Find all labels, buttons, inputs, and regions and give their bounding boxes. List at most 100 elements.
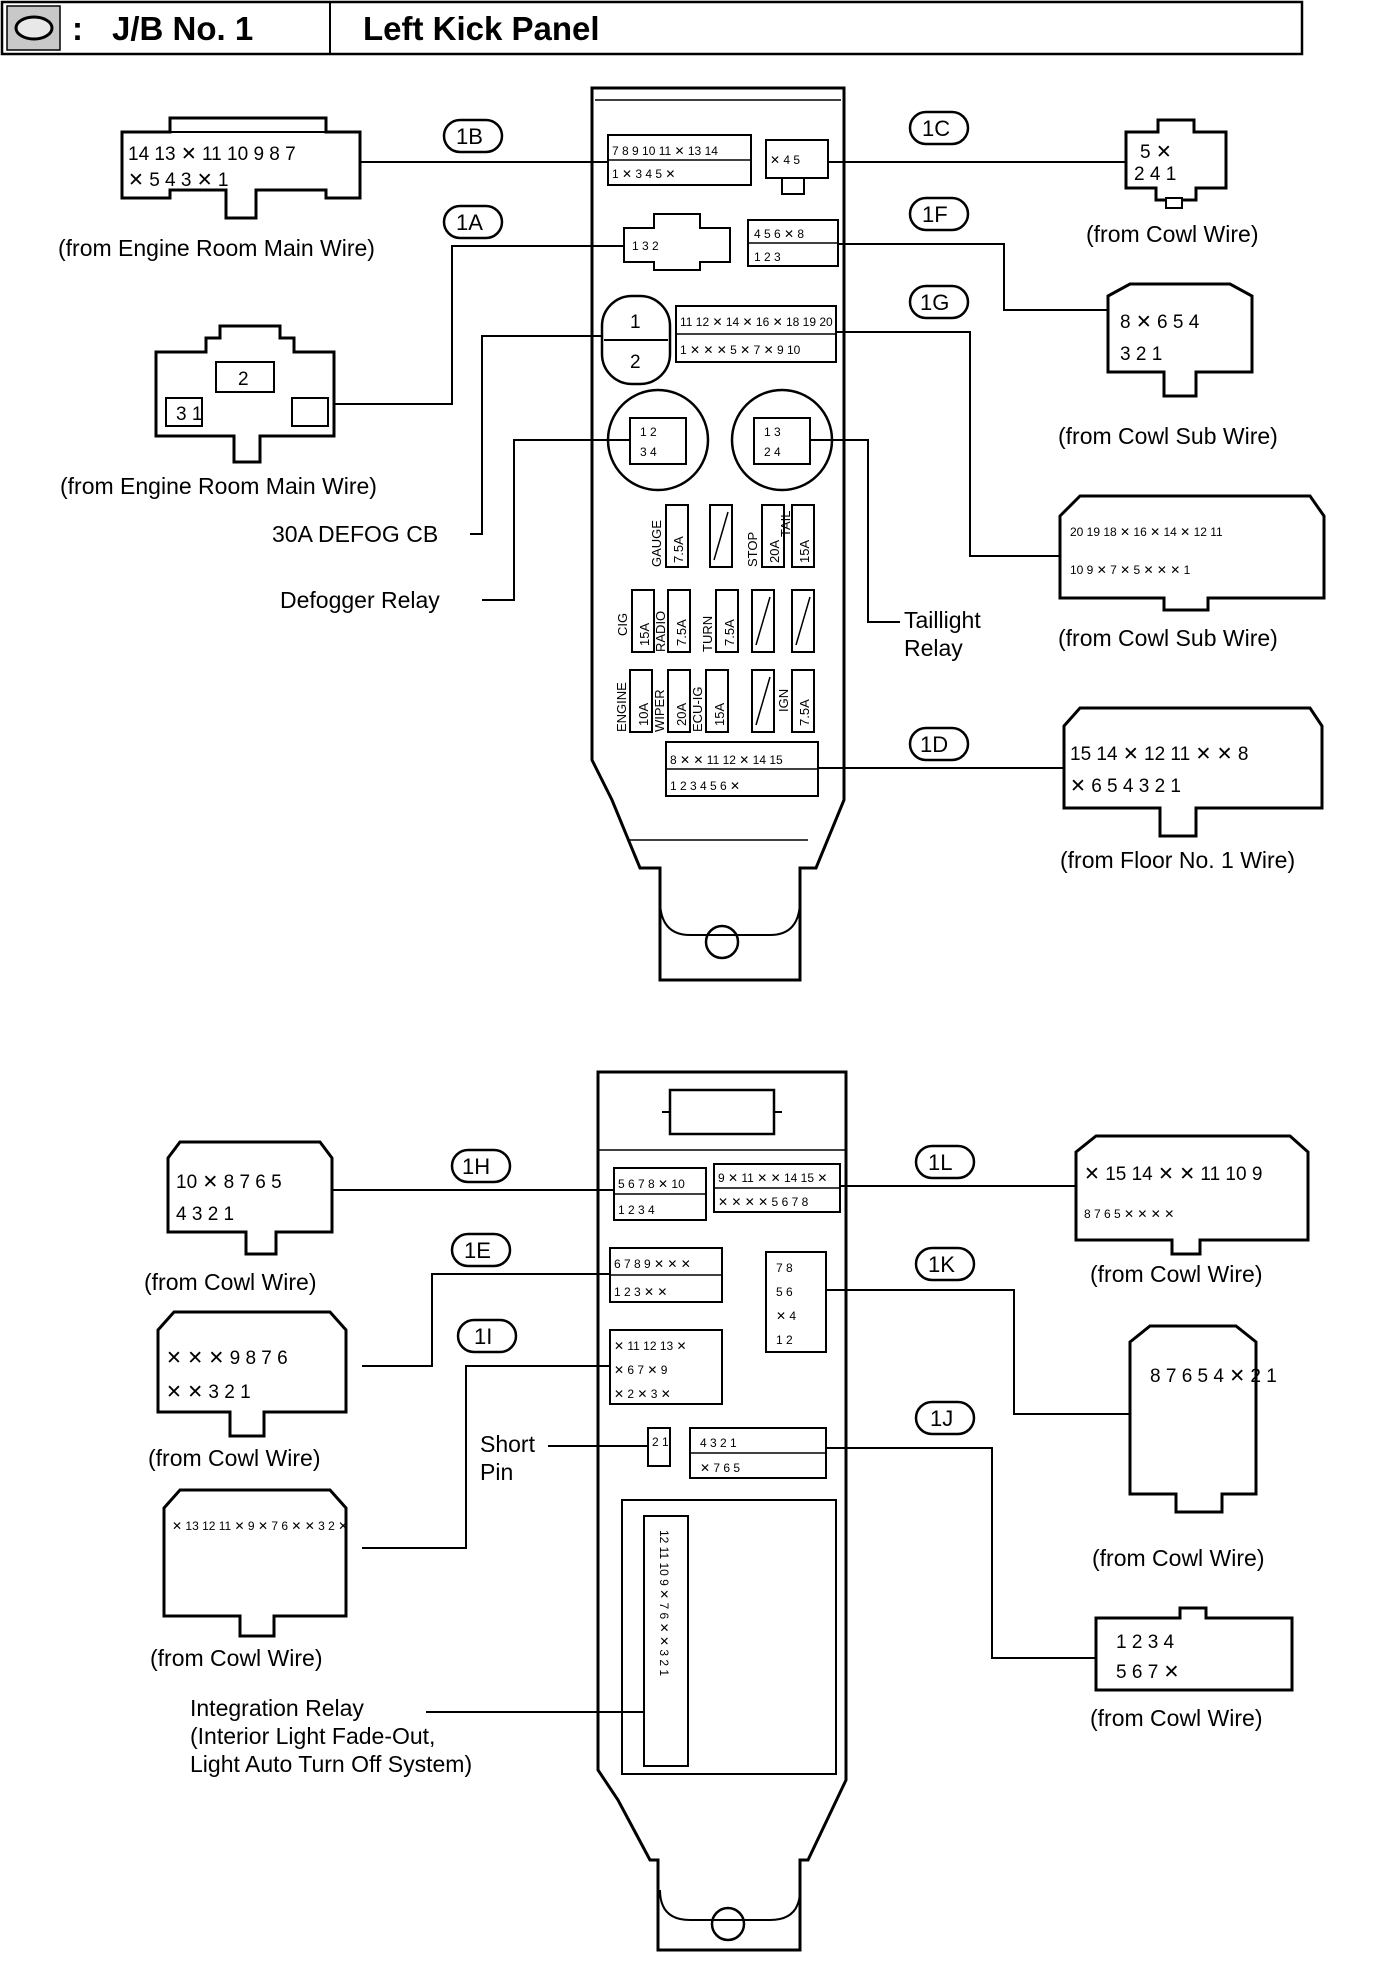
connector-1A-top-pin: 2	[238, 369, 249, 390]
jb-taillight-relay-bottom-pins: 2 4	[764, 445, 781, 459]
jb-socket-1G: 11 12 ✕ 14 ✕ 16 ✕ 18 19 20 1 ✕ ✕ ✕ 5 ✕ 7…	[675, 305, 837, 363]
jb-taillight-relay-top-pins: 1 3	[764, 425, 781, 439]
fuse-gauge-label: GAUGE	[649, 520, 664, 567]
connector-1B-top-pins: 14 13 ✕ 11 10 9 8 7	[128, 144, 296, 165]
jb-1D-top-pins: 8 ✕ ✕ 11 12 ✕ 14 15	[670, 753, 783, 767]
connector-1D-bottom-pins: ✕ 6 5 4 3 2 1	[1070, 776, 1181, 797]
mounting-hole-bottom-icon	[710, 1906, 746, 1942]
connector-1E-top-pins: ✕ ✕ ✕ 9 8 7 6	[166, 1348, 288, 1369]
junction-block-symbol-icon	[14, 15, 54, 41]
label-pin: Pin	[480, 1459, 513, 1485]
bottom-labels: (from Cowl Wire) (from Cowl Wire) (from …	[144, 1261, 1265, 1777]
jb-1J-bottom-pins: ✕ 7 6 5	[700, 1461, 740, 1475]
connector-1G-top-pins: 20 19 18 ✕ 16 ✕ 14 ✕ 12 11	[1070, 525, 1223, 539]
label-engine-room-main-wire-1: (from Engine Room Main Wire)	[58, 235, 375, 261]
jb-defog-cb-socket: 1 2	[600, 294, 672, 386]
jb-socket-1L: 9 ✕ 11 ✕ ✕ 14 15 ✕ ✕ ✕ ✕ ✕ 5 6 7 8	[713, 1163, 841, 1213]
connector-1A: 2 3 1	[154, 324, 336, 464]
fuse-ign-amp: 7.5A	[797, 699, 812, 726]
fuse-panel	[629, 504, 815, 733]
label-cowl-sub-wire-1G: (from Cowl Sub Wire)	[1058, 625, 1278, 651]
jb-1H-bottom-pins: 1 2 3 4	[618, 1203, 655, 1217]
jb-1L-bottom-pins: ✕ ✕ ✕ ✕ 5 6 7 8	[718, 1195, 809, 1209]
jb-short-pin-pins: 2 1	[652, 1435, 669, 1449]
jb-socket-1B: 7 8 9 10 11 ✕ 13 14 1 ✕ 3 4 5 ✕	[607, 134, 752, 186]
jb-1G-bottom-pins: 1 ✕ ✕ ✕ 5 ✕ 7 ✕ 9 10	[680, 343, 801, 357]
fuse-stop-label: STOP	[745, 532, 760, 567]
location-title: Left Kick Panel	[363, 10, 600, 47]
connector-1G-bottom-pins: 10 9 ✕ 7 ✕ 5 ✕ ✕ ✕ 1	[1070, 563, 1191, 577]
label-integration-relay-desc-2: Light Auto Turn Off System)	[190, 1751, 472, 1777]
mounting-hole-icon	[704, 924, 740, 960]
top-leader-lines	[334, 161, 1126, 769]
jb-1E-top-pins: 6 7 8 9 ✕ ✕ ✕	[614, 1257, 691, 1271]
connector-id-1D: 1D	[920, 732, 948, 757]
fuse-ign-label: IGN	[776, 689, 791, 712]
bottom-connector-ids: 1H 1L 1E 1K 1I 1J	[450, 1144, 976, 1436]
label-defogger-relay: Defogger Relay	[280, 587, 440, 613]
connector-1C-bottom-pins: 2 4 1	[1134, 164, 1176, 185]
jb-integration-relay-socket: 12 11 10 9 ✕ 7 6 ✕ ✕ 3 2 1	[643, 1515, 689, 1767]
label-cowl-sub-wire-1F: (from Cowl Sub Wire)	[1058, 423, 1278, 449]
fuse-wiper-label: WIPER	[652, 689, 667, 732]
jb-socket-1E: 6 7 8 9 ✕ ✕ ✕ 1 2 3 ✕ ✕	[609, 1247, 723, 1303]
fuse-labels: GAUGE 7.5A STOP 20A TAIL 15A CIG 15A RAD…	[614, 511, 812, 733]
connector-1D-top-pins: 15 14 ✕ 12 11 ✕ ✕ 8	[1070, 744, 1248, 765]
label-30a-defog-cb: 30A DEFOG CB	[272, 521, 438, 547]
jb-socket-1I: ✕ 11 12 13 ✕ ✕ 6 7 ✕ 9 ✕ 2 ✕ 3 ✕	[609, 1329, 723, 1405]
jb-socket-1A: 1 3 2	[623, 213, 731, 271]
jb-1J-top-pins: 4 3 2 1	[700, 1436, 737, 1450]
connector-1J-top-pins: 1 2 3 4	[1116, 1632, 1175, 1653]
label-cowl-wire-1J: (from Cowl Wire)	[1090, 1705, 1263, 1731]
jb-socket-1H: 5 6 7 8 ✕ 10 1 2 3 4	[613, 1167, 707, 1221]
connector-1L-top-pins: ✕ 15 14 ✕ ✕ 11 10 9	[1084, 1164, 1262, 1185]
connector-1I-grid-pins: ✕ 13 12 11 ✕ 9 ✕ 7 6 ✕ ✕ 3 2 ✕	[172, 1519, 348, 1533]
jb-1F-bottom-pins: 1 2 3	[754, 250, 781, 264]
jb-1K-row2-pins: 5 6	[776, 1285, 793, 1299]
jb-socket-1C: ✕ 4 5	[765, 139, 829, 195]
jb-1G-top-pins: 11 12 ✕ 14 ✕ 16 ✕ 18 19 20	[680, 315, 833, 329]
fuse-gauge-amp: 7.5A	[671, 536, 686, 563]
label-integration-relay-desc-1: (Interior Light Fade-Out,	[190, 1723, 435, 1749]
fuse-ecuig-label: ECU-IG	[690, 687, 705, 733]
integration-relay-bay	[621, 1499, 837, 1775]
connector-1E-bottom-pins: ✕ ✕ 3 2 1	[166, 1382, 251, 1403]
connector-id-1I: 1I	[474, 1324, 492, 1349]
header-separator: :	[72, 10, 83, 47]
fuse-tail-label: TAIL	[778, 511, 793, 538]
connector-1A-bottom-pins: 3 1	[176, 404, 202, 425]
jb-cb-pin-top: 1	[630, 312, 641, 333]
connector-1J-bottom-pins: 5 6 7 ✕	[1116, 1662, 1179, 1683]
connector-id-1L: 1L	[928, 1150, 952, 1175]
fuse-radio-amp: 7.5A	[674, 619, 689, 646]
jb-1E-bottom-pins: 1 2 3 ✕ ✕	[614, 1285, 667, 1299]
connector-id-1G: 1G	[920, 290, 949, 315]
connector-1B: 14 13 ✕ 11 10 9 8 7 ✕ 5 4 3 ✕ 1	[120, 116, 362, 220]
label-short: Short	[480, 1431, 536, 1457]
label-integration-relay: Integration Relay	[190, 1695, 364, 1721]
connector-id-1J: 1J	[930, 1406, 953, 1431]
label-cowl-wire-1L: (from Cowl Wire)	[1090, 1261, 1263, 1287]
jb-1K-row4-pins: 1 2	[776, 1333, 793, 1347]
jb-cb-pin-bottom: 2	[630, 352, 641, 373]
connector-1L: ✕ 15 14 ✕ ✕ 11 10 9 8 7 6 5 ✕ ✕ ✕ ✕	[1074, 1134, 1310, 1256]
jb-1I-row2-pins: ✕ 6 7 ✕ 9	[614, 1363, 668, 1377]
fuse-tail-amp: 15A	[797, 540, 812, 563]
connector-1E: ✕ ✕ ✕ 9 8 7 6 ✕ ✕ 3 2 1	[156, 1310, 348, 1438]
jb-1B-top-pins: 7 8 9 10 11 ✕ 13 14	[612, 144, 718, 158]
fuse-cig-amp: 15A	[637, 623, 652, 646]
fuse-stop-amp: 20A	[767, 540, 782, 563]
bottom-leader-lines	[332, 1185, 1130, 1713]
fuse-engine-label: ENGINE	[614, 682, 629, 732]
connector-id-1E: 1E	[464, 1238, 491, 1263]
connector-1D: 15 14 ✕ 12 11 ✕ ✕ 8 ✕ 6 5 4 3 2 1	[1062, 706, 1324, 838]
jb-1H-top-pins: 5 6 7 8 ✕ 10	[618, 1177, 685, 1191]
jb-taillight-relay-socket: 1 3 2 4	[730, 388, 834, 492]
connector-1H-top-pins: 10 ✕ 8 7 6 5	[176, 1172, 282, 1193]
connector-1H-bottom-pins: 4 3 2 1	[176, 1204, 234, 1225]
connector-1C-top-pins: 5 ✕	[1140, 142, 1172, 163]
connector-1C: 5 ✕ 2 4 1	[1124, 118, 1228, 209]
jb-1I-row3-pins: ✕ 2 ✕ 3 ✕	[614, 1387, 671, 1401]
connector-1H: 10 ✕ 8 7 6 5 4 3 2 1	[166, 1140, 334, 1256]
jb-1F-top-pins: 4 5 6 ✕ 8	[754, 227, 804, 241]
